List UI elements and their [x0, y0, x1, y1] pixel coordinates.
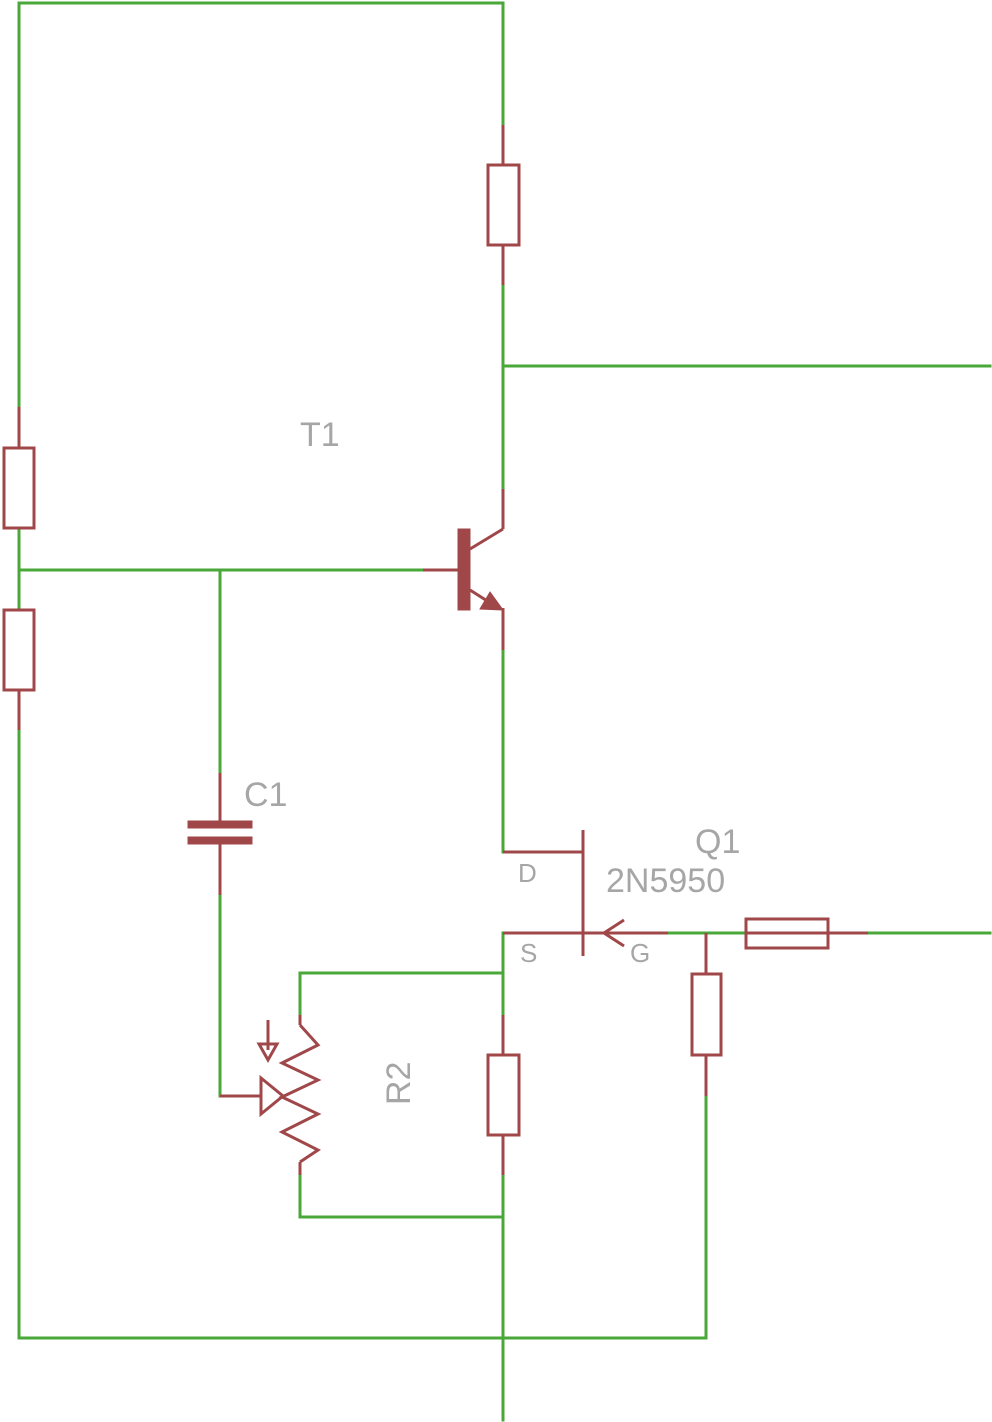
wire-pot-top — [298, 971, 505, 1017]
wire-left-bottom-loop — [17, 728, 708, 1340]
label-q1: Q1 — [695, 823, 740, 861]
label-c1: C1 — [244, 776, 287, 814]
wire-pot-bottom — [298, 1173, 505, 1219]
resistor-zigzag — [278, 1023, 322, 1164]
wiper-arrow-icon — [259, 1074, 286, 1118]
resistor-collector — [486, 125, 521, 285]
label-source: S — [520, 938, 537, 968]
resistor-source — [486, 1015, 521, 1175]
resistor-gate-horizontal — [744, 917, 868, 950]
wire-capacitor-to-wiper — [218, 893, 260, 1098]
capacitor-c1 — [187, 773, 253, 895]
wire-emitter-to-drain — [501, 648, 582, 854]
potentiometer-r2 — [220, 1015, 322, 1175]
label-2n5950: 2N5950 — [606, 862, 725, 900]
label-t1: T1 — [300, 416, 340, 454]
wires — [17, 1, 992, 1422]
adjust-arrow-icon — [256, 1042, 280, 1064]
wire-top-loop — [17, 1, 505, 409]
label-drain: D — [518, 858, 537, 888]
transistor-t1 — [423, 489, 505, 650]
resistor-gate-vertical — [690, 933, 723, 1096]
label-gate: G — [630, 938, 650, 968]
emitter-arrow-icon — [479, 591, 505, 611]
labels: T1 C1 Q1 2N5950 D S G R2 — [244, 416, 740, 1105]
resistor-bias-upper — [2, 407, 36, 530]
jfet-q1 — [503, 830, 668, 956]
gate-arrow-icon — [601, 918, 625, 948]
resistor-bias-lower — [2, 608, 36, 730]
label-r2: R2 — [380, 1062, 418, 1105]
